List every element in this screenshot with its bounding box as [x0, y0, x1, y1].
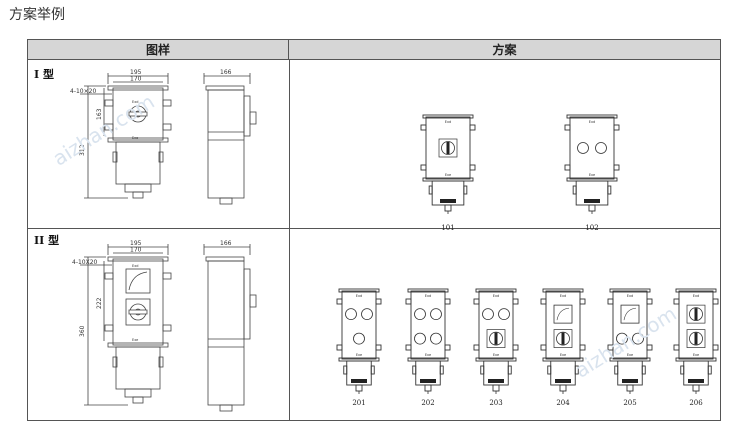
dim-box-height-2: 222 — [96, 297, 103, 309]
lamp-icon — [595, 142, 607, 154]
drawing-type-1: Exd Exe 195 170 4-10×20 312 163 166 — [70, 69, 257, 205]
switch-icon — [686, 329, 706, 348]
lamp-icon — [430, 308, 442, 321]
panel-top-mark: Exd — [560, 294, 567, 298]
row-divider — [28, 228, 720, 229]
panel-bottom-mark: Exe — [493, 353, 499, 357]
front-top-mark: Exd — [132, 100, 139, 104]
scheme-code: 101 — [441, 224, 454, 232]
panel-bottom-mark: Exe — [425, 353, 431, 357]
scheme-drawings: ExdExe101ExdExe102ExdExe201ExdExe202ExdE… — [336, 114, 719, 407]
dim-holes-1: 4-10×20 — [70, 88, 96, 95]
panel-top-mark: Exd — [425, 294, 432, 298]
side-view-body-2 — [207, 260, 245, 406]
switch-icon — [553, 329, 573, 348]
panel-bottom-mark: Exe — [589, 173, 595, 177]
switch-icon — [486, 329, 506, 348]
front-lower-box — [115, 141, 161, 185]
lamp-icon — [498, 308, 510, 321]
dim-total-height-1: 312 — [79, 144, 86, 156]
lamp-icon — [414, 332, 426, 345]
panel-bottom-mark: Exe — [356, 353, 362, 357]
scheme-code: 204 — [556, 399, 570, 407]
dim-top-width-1: 195 — [130, 69, 142, 76]
page-title: 方案举例 — [9, 7, 65, 23]
lamp-icon — [577, 142, 589, 154]
lamp-icon — [361, 308, 373, 321]
lamp-icon — [482, 308, 494, 321]
front-bottom-mark: Exe — [132, 136, 138, 140]
scheme-code: 201 — [352, 399, 365, 407]
dim-side-width-1: 166 — [220, 69, 232, 76]
scheme-table: 图样 方案 I 型 II 型 — [27, 39, 721, 421]
panel-top-mark: Exd — [493, 294, 500, 298]
lamp-icon — [632, 332, 644, 345]
row-label-type-2: II 型 — [34, 234, 60, 247]
panel-top-mark: Exd — [627, 294, 634, 298]
panel-bottom-mark: Exe — [560, 353, 566, 357]
meter-icon — [620, 304, 640, 324]
panel-bottom-mark: Exe — [627, 353, 633, 357]
row-label-type-1: I 型 — [34, 68, 54, 81]
panel-top-mark: Exd — [445, 120, 452, 124]
header-scheme: 方案 — [289, 40, 720, 60]
lamp-icon — [353, 332, 365, 345]
dim-inner-width-2: 170 — [130, 247, 142, 254]
column-divider — [289, 60, 290, 421]
lamp-icon — [430, 332, 442, 345]
panel-top-mark: Exd — [693, 294, 700, 298]
front-upper-box — [112, 87, 164, 141]
front-top-mark-2: Exd — [132, 264, 139, 268]
dim-holes-2: 4-10X20 — [72, 259, 98, 266]
switch-icon — [438, 138, 458, 158]
panel-bottom-mark: Exe — [445, 173, 451, 177]
dim-side-width-2: 166 — [220, 240, 232, 247]
panel-bottom-mark: Exe — [693, 353, 699, 357]
scheme-code: 202 — [421, 399, 434, 407]
side-view-body — [207, 89, 245, 199]
panel-top-mark: Exd — [589, 120, 596, 124]
panel-top-mark: Exd — [356, 294, 363, 298]
meter-icon — [553, 304, 573, 324]
front-meter-2 — [125, 268, 151, 294]
lamp-icon — [616, 332, 628, 345]
dim-top-width-2: 195 — [130, 240, 142, 247]
scheme-code: 203 — [489, 399, 502, 407]
lamp-icon — [345, 308, 357, 321]
scheme-code: 205 — [623, 399, 636, 407]
front-upper-box-2 — [112, 258, 164, 346]
front-bottom-mark-2: Exe — [132, 338, 138, 342]
dim-total-height-2: 360 — [79, 325, 86, 337]
scheme-code: 206 — [689, 399, 703, 407]
header-drawing: 图样 — [28, 40, 289, 60]
drawing-type-2: Exd Exe 195 170 4-10X20 360 222 166 — [72, 240, 257, 412]
scheme-code: 102 — [585, 224, 598, 232]
dim-inner-width-1: 170 — [130, 76, 142, 83]
dim-box-height-1: 163 — [96, 108, 103, 120]
lamp-icon — [414, 308, 426, 321]
front-top-flange — [107, 85, 169, 91]
switch-icon — [686, 304, 706, 324]
